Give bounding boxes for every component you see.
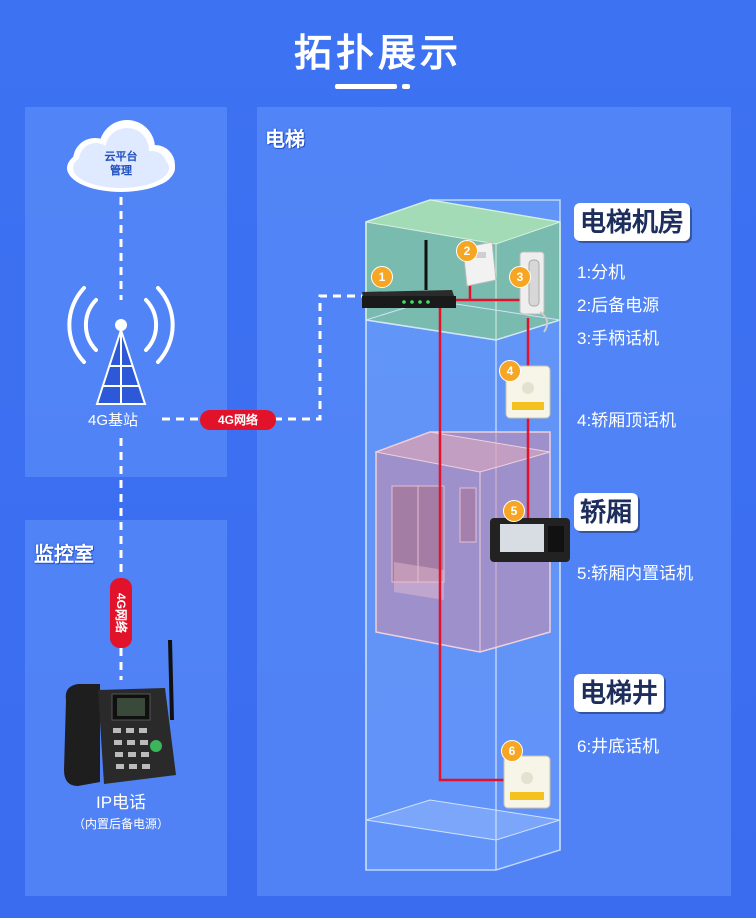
title-underline-dot bbox=[402, 84, 410, 89]
monitor-room-section-label: 监控室 bbox=[34, 544, 94, 566]
legend-title-cabin: 轿厢 bbox=[574, 493, 639, 531]
badge-4: 4 bbox=[499, 360, 521, 382]
network-badge-horizontal: 4G网络 bbox=[200, 410, 276, 430]
legend-item-4: 4:轿厢顶话机 bbox=[577, 411, 677, 430]
cloud-label-line1: 云平台 bbox=[104, 151, 138, 163]
base-station-label: 4G基站 bbox=[88, 412, 139, 429]
badge-6: 6 bbox=[501, 740, 523, 762]
gateway-terminal-device bbox=[362, 240, 456, 308]
ip-phone-note: （内置后备电源） bbox=[72, 817, 169, 831]
legend-item-1: 1:分机 bbox=[577, 263, 626, 282]
in-cabin-intercom-device bbox=[490, 518, 570, 562]
elevator-section-label: 电梯 bbox=[265, 129, 305, 151]
ip-phone-icon bbox=[64, 639, 176, 786]
cloud-icon bbox=[67, 120, 175, 192]
pit-intercom-device bbox=[503, 755, 551, 809]
tower-to-terminal-link bbox=[162, 294, 362, 421]
title-underline bbox=[335, 84, 397, 89]
badge-5: 5 bbox=[503, 500, 525, 522]
legend-title-machine-room: 电梯机房 bbox=[574, 203, 691, 241]
legend-item-6: 6:井底话机 bbox=[577, 737, 660, 756]
legend-title-shaft: 电梯井 bbox=[574, 674, 665, 712]
signal-tower-icon bbox=[67, 286, 175, 364]
tower-mast-icon bbox=[95, 319, 147, 405]
cloud-label-line2: 管理 bbox=[110, 165, 132, 177]
legend-item-3: 3:手柄话机 bbox=[577, 329, 660, 348]
ip-phone-label-block: IP电话 （内置后备电源） bbox=[55, 788, 187, 832]
legend-item-5: 5:轿厢内置话机 bbox=[577, 564, 694, 583]
page-title: 拓扑展示 bbox=[293, 33, 462, 75]
ip-phone-label: IP电话 bbox=[95, 793, 147, 812]
badge-1: 1 bbox=[371, 266, 393, 288]
network-badge-vertical: 4G网络 bbox=[110, 578, 132, 648]
network-badge-vertical-text: 4G网络 bbox=[114, 592, 128, 633]
cloud-platform-label: 云平台 管理 bbox=[91, 150, 151, 178]
legend-item-2: 2:后备电源 bbox=[577, 296, 660, 315]
badge-2: 2 bbox=[456, 240, 478, 262]
badge-3: 3 bbox=[509, 266, 531, 288]
